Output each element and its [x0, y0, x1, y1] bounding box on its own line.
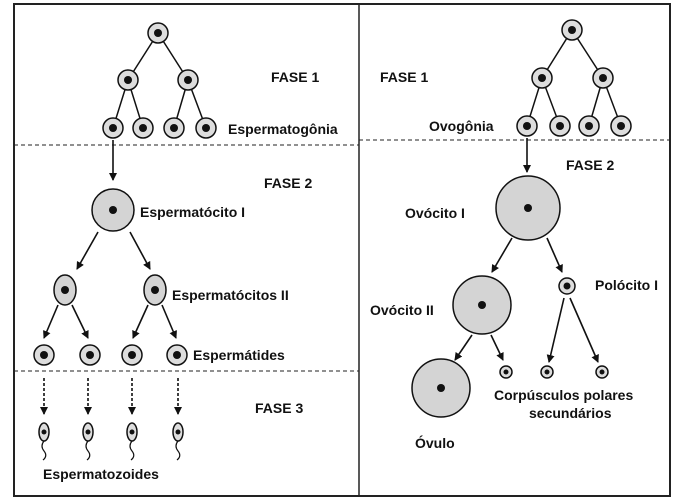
polar-body-cells: [499, 365, 609, 379]
ovum-cell: [411, 358, 471, 418]
spermatogenesis-arrows: [43, 140, 177, 339]
spermiogenesis-arrows: [40, 378, 182, 415]
spermatocyte-1-cell: [91, 188, 135, 232]
left-phase-2-label: FASE 2: [264, 175, 312, 191]
polocyte-1-label: Polócito I: [595, 277, 658, 293]
spermatid-cells: [33, 344, 188, 366]
polar-bodies-label-line2: secundários: [529, 405, 612, 421]
oocyte-1-label: Ovócito I: [405, 205, 465, 221]
oogonia-label: Ovogônia: [429, 118, 494, 134]
left-phase-3-label: FASE 3: [255, 400, 303, 416]
polar-bodies-label-line1: Corpúsculos polares: [494, 387, 633, 403]
outer-frame: [13, 3, 671, 497]
right-phase-2-label: FASE 2: [566, 157, 614, 173]
polocyte-1-cell: [558, 277, 576, 295]
oogenesis-arrows: [454, 138, 599, 363]
oocyte-2-label: Ovócito II: [370, 302, 434, 318]
spermatocyte-2-cells: [53, 274, 167, 306]
spermatogonia-label: Espermatogônia: [228, 121, 338, 137]
spermatozoa-label: Espermatozoides: [43, 466, 159, 482]
spermatocyte-1-label: Espermatócito I: [140, 204, 245, 220]
spermatozoa-cells: [38, 422, 184, 461]
spermatogonia-cells: [102, 22, 217, 139]
left-phase-1-label: FASE 1: [271, 69, 319, 85]
right-phase-1-label: FASE 1: [380, 69, 428, 85]
oocyte-1-cell: [495, 175, 561, 241]
oocyte-2-cell: [452, 275, 512, 335]
spermatocytes-2-label: Espermatócitos II: [172, 287, 289, 303]
spermatids-label: Espermátides: [193, 347, 285, 363]
oogonia-cells: [516, 19, 632, 137]
ovum-label: Óvulo: [415, 434, 455, 451]
